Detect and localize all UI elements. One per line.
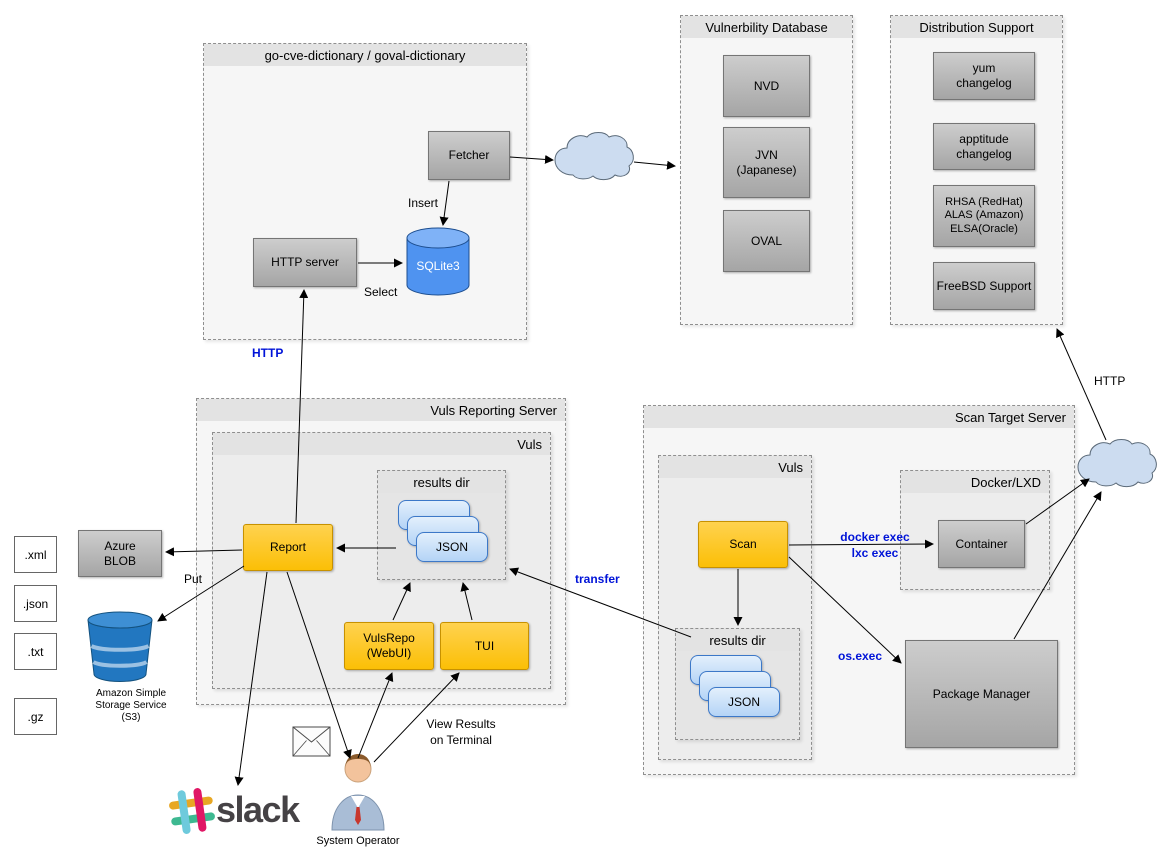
file-format-xml: .xml <box>14 536 57 573</box>
container-go-cve-dictionary: go-cve-dictionary / goval-dictionary <box>203 43 527 340</box>
file-format-txt: .txt <box>14 633 57 670</box>
edge-label-select: Select <box>364 285 398 299</box>
json-stack-reporting: JSON <box>398 500 490 564</box>
edge-label-os-exec: os.exec <box>838 649 883 663</box>
edge-label-view-results: View Results on Terminal <box>426 717 496 747</box>
file-format-json: .json <box>14 585 57 622</box>
container-title-scan-results-dir: results dir <box>676 629 799 651</box>
json-file-label: JSON <box>416 532 488 562</box>
node-oval: OVAL <box>723 210 810 272</box>
slack-logo-icon <box>169 788 215 834</box>
slack-wordmark: slack <box>216 789 300 830</box>
s3-bucket-icon <box>87 611 153 683</box>
json-file-label: JSON <box>708 687 780 717</box>
node-package-manager: Package Manager <box>905 640 1058 748</box>
node-jvn: JVN (Japanese) <box>723 127 810 198</box>
container-title-distribution-support: Distribution Support <box>891 16 1062 38</box>
container-title-docker-lxd: Docker/LXD <box>901 471 1049 493</box>
node-fetcher: Fetcher <box>428 131 510 180</box>
system-operator-icon <box>331 754 385 831</box>
container-title-reporting-vuls: Vuls <box>213 433 550 455</box>
file-format-gz: .gz <box>14 698 57 735</box>
json-stack-scan: JSON <box>690 655 782 719</box>
node-tui: TUI <box>440 622 529 670</box>
node-http-server: HTTP server <box>253 238 357 287</box>
s3-caption: Amazon Simple Storage Service (S3) <box>95 688 167 723</box>
node-nvd: NVD <box>723 55 810 117</box>
container-title-vuls-reporting-server: Vuls Reporting Server <box>197 399 565 421</box>
arrow-cloud-to-vulndb <box>633 160 676 170</box>
container-title-scan-target-server: Scan Target Server <box>644 406 1074 428</box>
node-scan: Scan <box>698 521 788 568</box>
node-freebsd-support: FreeBSD Support <box>933 262 1035 310</box>
node-container: Container <box>938 520 1025 568</box>
node-report: Report <box>243 524 333 571</box>
container-title-vulnerability-database: Vulnerbility Database <box>681 16 852 38</box>
edge-label-transfer: transfer <box>575 572 620 586</box>
container-title-reporting-results-dir: results dir <box>378 471 505 493</box>
internet-cloud-icon <box>554 132 634 181</box>
email-envelope-icon <box>292 726 331 757</box>
internet-cloud-icon <box>1077 439 1157 488</box>
system-operator-caption: System Operator <box>316 835 400 847</box>
node-rhsa-alas-elsa: RHSA (RedHat) ALAS (Amazon) ELSA(Oracle) <box>933 185 1035 247</box>
edge-label-put: Put <box>184 572 203 586</box>
edge-label-docker-exec: docker exec lxc exec <box>840 530 910 560</box>
node-vulsrepo: VulsRepo (WebUI) <box>344 622 434 670</box>
container-title-scan-vuls: Vuls <box>659 456 811 478</box>
node-azure-blob: Azure BLOB <box>78 530 162 577</box>
edge-label-insert: Insert <box>407 196 438 210</box>
edge-label-http-dictionary: HTTP <box>252 346 284 360</box>
container-title-go-cve-dictionary: go-cve-dictionary / goval-dictionary <box>204 44 526 66</box>
node-apptitude-changelog: apptitude changelog <box>933 123 1035 170</box>
node-yum-changelog: yum changelog <box>933 52 1035 100</box>
edge-label-http-distribution: HTTP <box>1094 374 1126 388</box>
